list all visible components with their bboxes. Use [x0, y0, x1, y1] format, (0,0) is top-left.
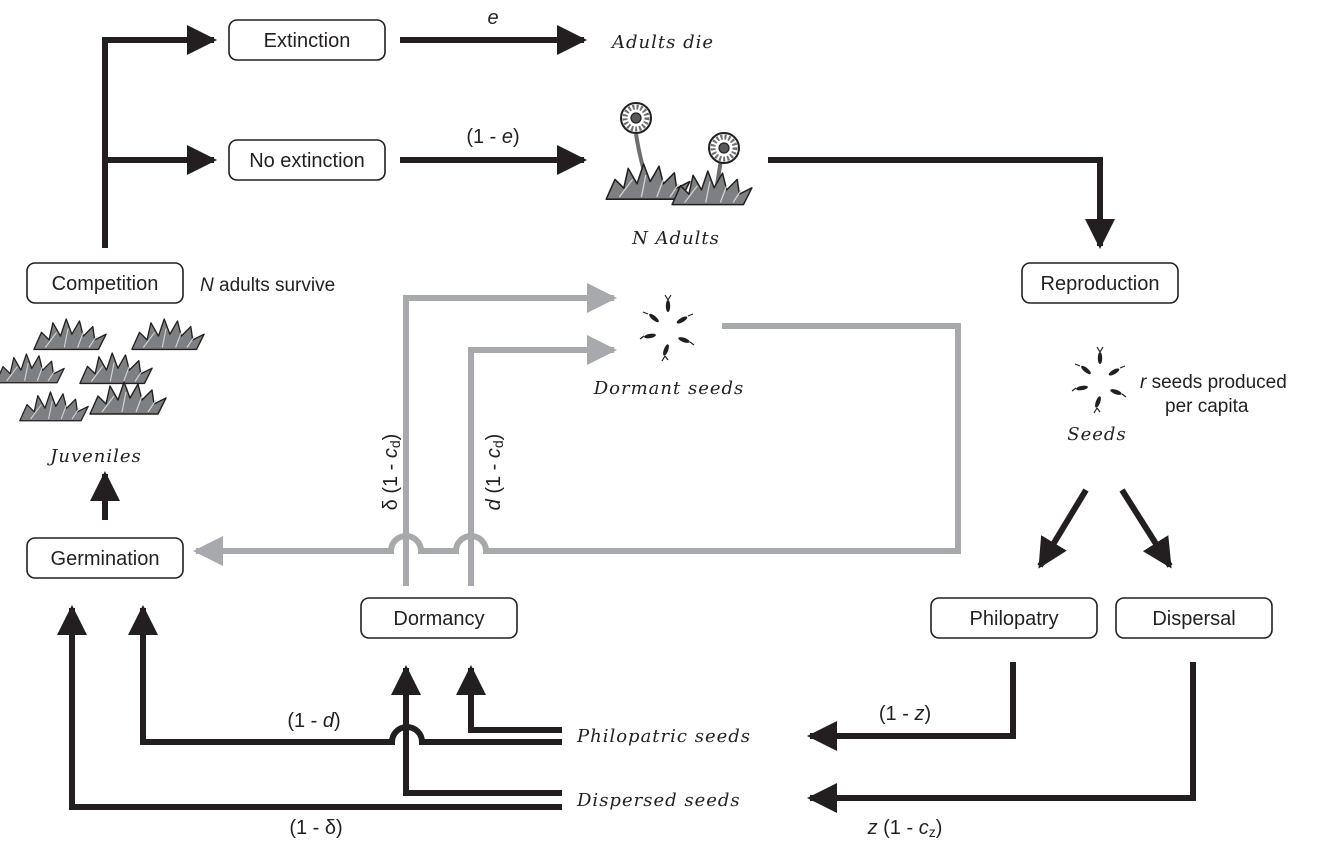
no-extinction-label: No extinction	[249, 150, 365, 172]
competition-label: Competition	[52, 273, 159, 295]
juveniles-label: Juveniles	[46, 446, 142, 467]
dormant-seeds-to-germination-arrow	[193, 323, 961, 566]
adults-survive-note: N adults survive	[200, 275, 335, 296]
n-adults-label: N Adults	[631, 228, 720, 249]
competition-to-extinction-arrow	[102, 25, 217, 248]
no-extinction-box: No extinction	[228, 139, 386, 181]
seeds-label: Seeds	[1067, 424, 1126, 445]
philopatric-dormancy-rate-label: d (1 - cd)	[483, 434, 506, 511]
philopatric-seeds-label: Philopatric seeds	[576, 726, 751, 747]
dispersed-dormancy-rate-label: δ (1 - cd)	[380, 434, 403, 511]
dormancy-box: Dormancy	[360, 597, 518, 639]
extinction-label: Extinction	[264, 30, 351, 52]
dispersed-germination-rate-label: (1 - δ)	[289, 817, 342, 839]
reproduction-label: Reproduction	[1041, 273, 1160, 295]
seeds-icon	[1071, 346, 1127, 414]
seeds-produced-note: r seeds produced	[1140, 372, 1287, 393]
philopatry-to-philopatric-seeds-arrow	[807, 662, 1016, 751]
dispersed-seeds-label: Dispersed seeds	[576, 790, 741, 811]
per-capita-note: per capita	[1165, 396, 1249, 417]
adults-to-reproduction-arrow	[768, 157, 1115, 249]
philopatry-label: Philopatry	[970, 608, 1059, 630]
philopatry-rate-label: (1 - z)	[879, 703, 931, 725]
dormancy-flows	[193, 283, 961, 586]
germination-box: Germination	[26, 537, 184, 579]
extinction-box: Extinction	[228, 19, 386, 61]
dispersal-label: Dispersal	[1152, 608, 1235, 630]
philopatric-germination-rate-label: (1 - d)	[287, 710, 340, 732]
dispersed-seeds-to-dormancy-arrow	[391, 665, 562, 796]
dispersal-to-dispersed-seeds-arrow	[807, 662, 1196, 813]
juvenile-plants-icon	[0, 318, 205, 422]
philopatric-dormancy-to-dormant-seeds-arrow	[468, 335, 617, 586]
adult-plants-icon	[605, 103, 753, 206]
dormant-seeds-icon	[639, 294, 695, 362]
seeds-to-dispersal-arrow	[1119, 488, 1173, 569]
dispersal-box: Dispersal	[1115, 597, 1273, 639]
germination-label: Germination	[51, 548, 160, 570]
reproduction-box: Reproduction	[1021, 262, 1179, 304]
dispersed-dormancy-to-dormant-seeds-arrow	[403, 283, 617, 586]
black-flows	[57, 25, 1196, 813]
dormant-seeds-label: Dormant seeds	[593, 378, 745, 399]
dormancy-label: Dormancy	[393, 608, 484, 630]
no-extinction-rate-label: (1 - e)	[466, 126, 519, 148]
competition-box: Competition	[26, 262, 184, 304]
philopatry-box: Philopatry	[930, 597, 1098, 639]
dispersed-seeds-to-germination-arrow	[57, 605, 562, 810]
seeds-to-philopatry-arrow	[1037, 488, 1089, 569]
philopatric-seeds-to-dormancy-arrow	[456, 665, 562, 733]
extinction-rate-label: e	[487, 7, 498, 29]
dispersal-rate-label: z (1 - cz)	[867, 817, 943, 840]
adults-die-label: Adults die	[610, 32, 714, 53]
